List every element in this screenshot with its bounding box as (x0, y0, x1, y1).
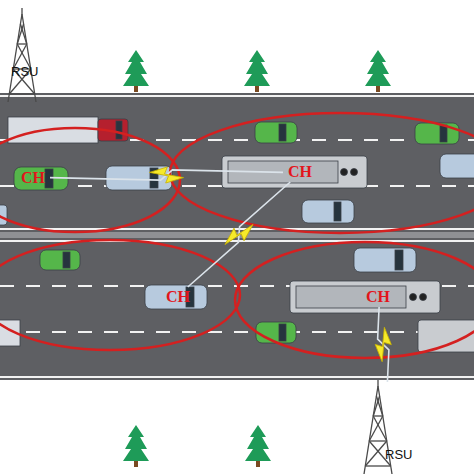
vehicle (45, 169, 53, 188)
cluster-head: CH (16, 168, 50, 188)
highway (0, 376, 474, 378)
pine-tree (245, 425, 271, 461)
vehicle (116, 121, 122, 139)
vehicle (440, 125, 447, 142)
lightning-bolt (221, 217, 256, 253)
station-label: RSU (385, 448, 412, 461)
pine-tree (123, 50, 149, 86)
rsu-tower (365, 441, 387, 466)
pine-tree (256, 461, 260, 467)
highway (0, 331, 474, 333)
station-label: RSU (11, 65, 38, 78)
rsu-tower (369, 440, 387, 441)
cluster-head-label: CH (16, 168, 50, 188)
vehicle (14, 167, 68, 190)
pine-tree (376, 86, 380, 92)
cluster-ellipse (0, 240, 240, 350)
vehicle (351, 169, 358, 176)
vehicle (440, 154, 474, 178)
rsu-tower (20, 24, 26, 44)
vehicle (279, 124, 286, 141)
rsu-tower (373, 396, 379, 416)
pine-tree (255, 86, 259, 92)
pine-tree (123, 425, 149, 461)
vehicle (150, 168, 158, 188)
vehicle (40, 250, 80, 270)
cluster-ellipse (235, 242, 474, 358)
rsu-tower (21, 8, 22, 14)
vehicle (341, 169, 348, 176)
vehicle (0, 205, 7, 225)
vehicle (279, 324, 286, 341)
vehicle (415, 123, 459, 144)
vehicle (222, 156, 367, 188)
cluster-ellipse (0, 113, 474, 358)
cluster-head-label: CH (361, 287, 395, 307)
vehicle (255, 122, 297, 143)
rsu-tower (365, 465, 390, 466)
rsu-station: RSU (355, 382, 430, 474)
pine-tree (365, 50, 391, 86)
rsu-tower (373, 415, 383, 416)
cluster-ellipse (0, 128, 180, 232)
lightning-bolt (149, 167, 183, 184)
rsu-tower (8, 8, 36, 102)
vehicle (0, 117, 474, 225)
vehicle (63, 252, 70, 268)
pine-tree (134, 461, 138, 467)
cluster-head: CH (283, 162, 317, 182)
vehicle (145, 285, 207, 309)
pine-tree (134, 86, 138, 92)
vehicle (228, 161, 338, 183)
cluster-head: CH (161, 287, 195, 307)
highway (0, 95, 474, 97)
vehicle (410, 294, 417, 301)
cluster-head: CH (361, 287, 395, 307)
wireless-link (50, 170, 283, 180)
highway (0, 93, 474, 232)
vehicle (302, 200, 354, 223)
rsu-tower (17, 24, 23, 44)
vehicle (296, 286, 406, 308)
rsu-tower (369, 416, 383, 441)
rsu-tower (17, 43, 27, 44)
vehicle (290, 281, 440, 313)
vehicle (395, 250, 403, 270)
lightning-bolt (373, 327, 393, 363)
rsu-tower (376, 396, 382, 416)
cluster-head-label: CH (283, 162, 317, 182)
wireless-link (188, 182, 290, 287)
wireless-link (378, 307, 389, 382)
cluster-ellipse (170, 113, 474, 233)
rsu-tower (9, 93, 34, 94)
pine-tree (244, 50, 270, 86)
highway (0, 93, 474, 380)
rsu-station: RSU (0, 10, 50, 102)
vehicle (256, 322, 296, 343)
vehicle (0, 248, 474, 352)
vehicle (354, 248, 416, 272)
vehicle (420, 294, 427, 301)
vehicle (334, 202, 341, 221)
cluster-head-label: CH (161, 287, 195, 307)
vehicle (106, 166, 172, 190)
rsu-tower (377, 380, 378, 386)
rsu-tower (373, 416, 387, 441)
